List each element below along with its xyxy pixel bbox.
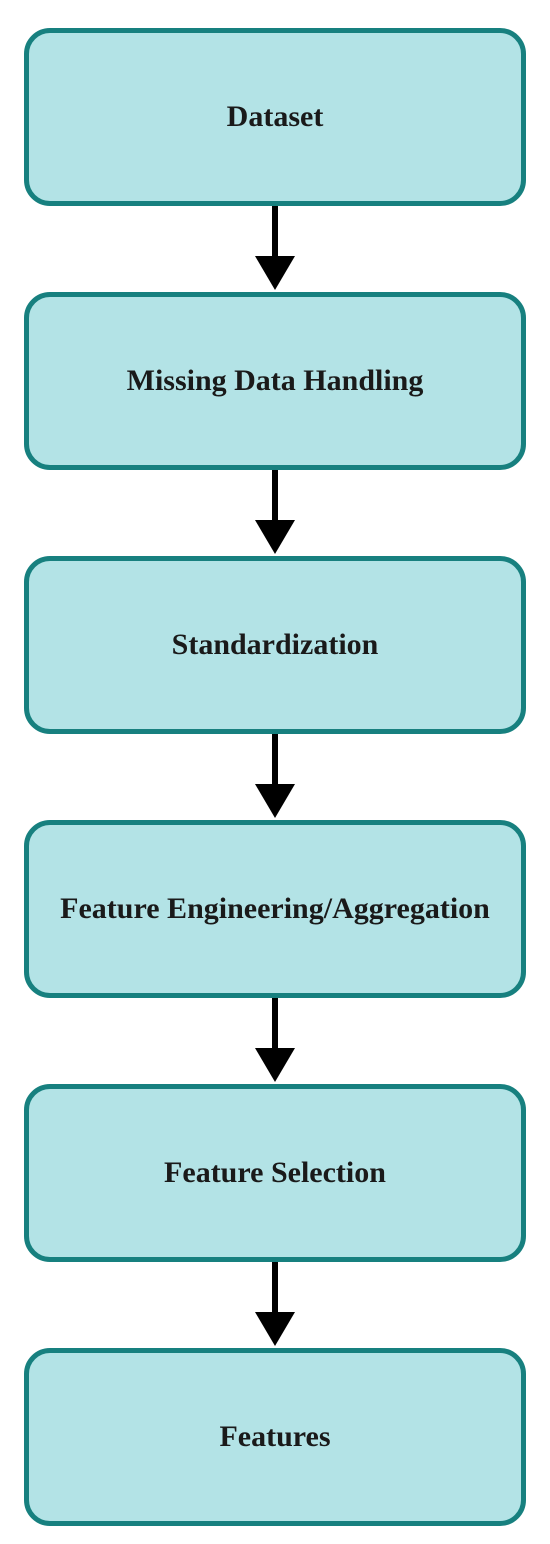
step-feature-selection: Feature Selection <box>24 1084 526 1262</box>
step-label: Dataset <box>226 100 324 133</box>
step-label: Feature Engineering/Aggregation <box>60 892 490 925</box>
step-missing-data-handling: Missing Data Handling <box>24 292 526 470</box>
down-arrow-icon <box>255 470 295 554</box>
step-features: Features <box>24 1348 526 1526</box>
down-arrow-icon <box>255 1262 295 1346</box>
down-arrow-icon <box>255 206 295 290</box>
step-label: Standardization <box>171 628 379 661</box>
step-standardization: Standardization <box>24 556 526 734</box>
step-dataset: Dataset <box>24 28 526 206</box>
step-feature-engineering-aggregation: Feature Engineering/Aggregation <box>24 820 526 998</box>
step-label: Missing Data Handling <box>126 364 424 397</box>
step-label: Features <box>219 1420 331 1453</box>
down-arrow-icon <box>255 998 295 1082</box>
down-arrow-icon <box>255 734 295 818</box>
step-label: Feature Selection <box>164 1156 386 1189</box>
